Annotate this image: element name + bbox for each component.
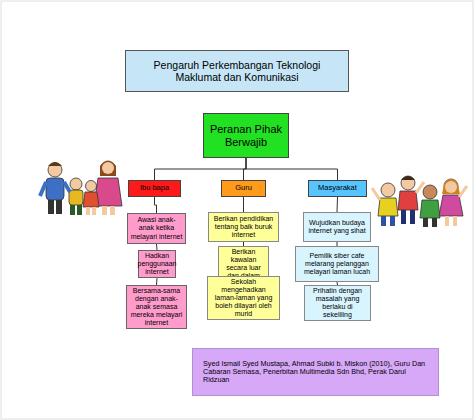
text-stack: Berikan pendidikan tentang baik buruk in… <box>211 215 276 239</box>
action-box: Pemilik siber cafe melarang pelanggan me… <box>295 246 379 282</box>
category-box: Ibu bapa <box>128 180 181 197</box>
text-stack: Pengaruh Perkembangan Teknologi Maklumat… <box>134 59 340 83</box>
tree-connector <box>337 197 339 212</box>
action-box: Prihatin dengan masalah yang berlaku di … <box>304 285 371 321</box>
node-text: Wujudkan budaya internet yang sihat <box>306 219 368 235</box>
text-stack: Masyarakat <box>318 184 357 193</box>
text-stack: Ibu bapa <box>140 184 169 193</box>
action-box: Berikan pendidikan tentang baik buruk in… <box>208 212 279 242</box>
node-text: Peranan Pihak Berwajib <box>206 123 286 148</box>
action-box: Sekolah mengehadkan laman-laman yang bol… <box>207 276 280 320</box>
text-stack: Sekolah mengehadkan laman-laman yang bol… <box>210 278 277 318</box>
children-illustration <box>372 176 467 227</box>
action-box: Bersama-sama dengan anak-anak semasa mer… <box>126 285 187 329</box>
text-stack: Pemilik siber cafe melarang pelanggan me… <box>298 252 376 276</box>
node-text: Prihatin dengan masalah yang berlaku di … <box>307 287 368 319</box>
node-text: Sekolah mengehadkan laman-laman yang bol… <box>210 278 277 318</box>
tree-connector <box>246 158 338 180</box>
reference-box: Syed Ismail Syed Mustapa, Ahmad Subki b.… <box>192 348 439 396</box>
text-stack: Awasi anak-anak ketika melayari internet <box>130 216 183 240</box>
tree-connector <box>155 158 247 180</box>
node-text: Ibu bapa <box>140 184 169 193</box>
text-stack: Hadkan penggunaan internet <box>138 252 177 276</box>
node-text: Guru <box>235 184 252 193</box>
node-text: Masyarakat <box>318 184 357 193</box>
tree-connector <box>156 278 158 285</box>
action-box: Wujudkan budaya internet yang sihat <box>303 212 371 242</box>
category-box: Guru <box>221 180 266 197</box>
root-box: Peranan Pihak Berwajib <box>203 113 289 158</box>
text-stack: Prihatin dengan masalah yang berlaku di … <box>307 287 368 319</box>
tree-connector <box>243 197 244 212</box>
node-text: Syed Ismail Syed Mustapa, Ahmad Subki b.… <box>203 360 428 385</box>
text-stack: Wujudkan budaya internet yang sihat <box>306 219 368 235</box>
node-text: Hadkan penggunaan internet <box>138 252 177 276</box>
tree-connector <box>244 158 247 180</box>
category-box: Masyarakat <box>308 180 367 197</box>
action-box: Hadkan penggunaan internet <box>138 250 176 278</box>
node-text: Awasi anak-anak ketika melayari internet <box>130 216 183 240</box>
node-text: Berikan pendidikan tentang baik buruk in… <box>211 215 276 239</box>
title-box: Pengaruh Perkembangan Teknologi Maklumat… <box>125 50 349 92</box>
text-stack: Bersama-sama dengan anak-anak semasa mer… <box>129 287 184 327</box>
text-stack: Guru <box>235 184 252 193</box>
node-text: Bersama-sama dengan anak-anak semasa mer… <box>129 287 184 327</box>
node-text: Pengaruh Perkembangan Teknologi Maklumat… <box>134 59 340 83</box>
text-stack: Peranan Pihak Berwajib <box>206 123 286 148</box>
family-illustration <box>40 161 122 215</box>
text-stack: Syed Ismail Syed Mustapa, Ahmad Subki b.… <box>203 360 428 385</box>
tree-connector <box>155 197 157 213</box>
action-box: Awasi anak-anak ketika melayari internet <box>127 213 186 244</box>
node-text: Pemilik siber cafe melarang pelanggan me… <box>298 252 376 276</box>
